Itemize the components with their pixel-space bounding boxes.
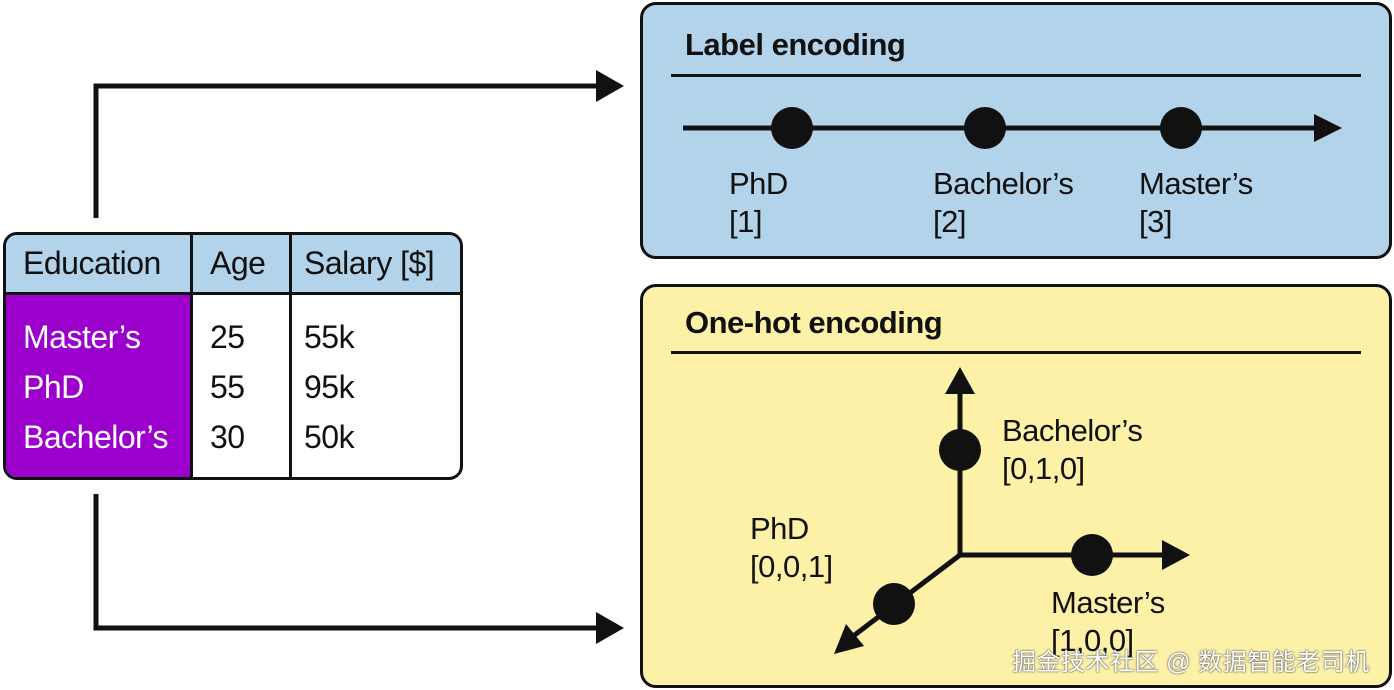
item-code: [0,1,0] <box>1002 451 1085 486</box>
item-code: [1,0,0] <box>1051 623 1134 658</box>
cell-age: 25 <box>210 319 245 355</box>
label-point-phd <box>771 107 813 149</box>
header-education: Education <box>23 245 161 281</box>
label-encoding-title: Label encoding <box>685 27 906 62</box>
label-item-phd: PhD [1] <box>729 165 788 241</box>
column-divider <box>190 235 193 477</box>
label-item-masters: Master’s [3] <box>1139 165 1253 241</box>
onehot-encoding-panel: One-hot encoding <box>640 284 1392 688</box>
table-header-row <box>6 235 460 295</box>
cell-education: PhD <box>23 369 84 405</box>
watermark-text: 掘金技术社区 @ 数据智能老司机 <box>1012 649 1370 676</box>
onehot-point-phd <box>873 583 915 625</box>
cell-age: 30 <box>210 419 245 455</box>
cell-education: Master’s <box>23 319 141 355</box>
item-name: PhD <box>729 166 788 201</box>
data-table: Education Age Salary [$] Master’s 25 55k… <box>3 232 463 480</box>
label-point-bachelors <box>964 107 1006 149</box>
connector-to-label-encoding <box>93 83 598 218</box>
cell-salary: 95k <box>304 369 355 405</box>
label-point-masters <box>1160 107 1202 149</box>
arrowhead <box>834 624 864 654</box>
title-underline <box>671 351 1361 354</box>
item-code: [3] <box>1139 204 1172 239</box>
education-column-highlight <box>6 295 192 477</box>
cell-salary: 55k <box>304 319 355 355</box>
header-salary: Salary [$] <box>304 245 435 281</box>
cell-salary: 50k <box>304 419 355 455</box>
arrowhead <box>596 612 624 644</box>
item-code: [2] <box>933 204 966 239</box>
item-name: Master’s <box>1139 166 1253 201</box>
arrowhead <box>945 367 975 394</box>
column-divider <box>289 235 292 477</box>
cell-education: Bachelor’s <box>23 419 169 455</box>
item-code: [0,0,1] <box>750 549 833 584</box>
connector-to-onehot-encoding <box>93 494 598 631</box>
arrowhead <box>1162 540 1190 570</box>
onehot-point-masters <box>1071 534 1113 576</box>
label-item-bachelors: Bachelor’s [2] <box>933 165 1074 241</box>
onehot-item-bachelors: Bachelor’s [0,1,0] <box>1002 412 1143 488</box>
onehot-encoding-title: One-hot encoding <box>685 305 943 340</box>
arrowhead <box>596 70 624 102</box>
cell-age: 55 <box>210 369 245 405</box>
item-name: Master’s <box>1051 585 1165 620</box>
onehot-item-phd: PhD [0,0,1] <box>750 510 833 586</box>
item-code: [1] <box>729 204 762 239</box>
item-name: PhD <box>750 511 809 546</box>
title-underline <box>671 74 1361 77</box>
item-name: Bachelor’s <box>1002 413 1143 448</box>
item-name: Bachelor’s <box>933 166 1074 201</box>
header-age: Age <box>210 245 266 281</box>
onehot-item-masters: Master’s [1,0,0] <box>1051 584 1165 660</box>
onehot-point-bachelors <box>939 429 981 471</box>
arrowhead <box>1314 114 1342 142</box>
